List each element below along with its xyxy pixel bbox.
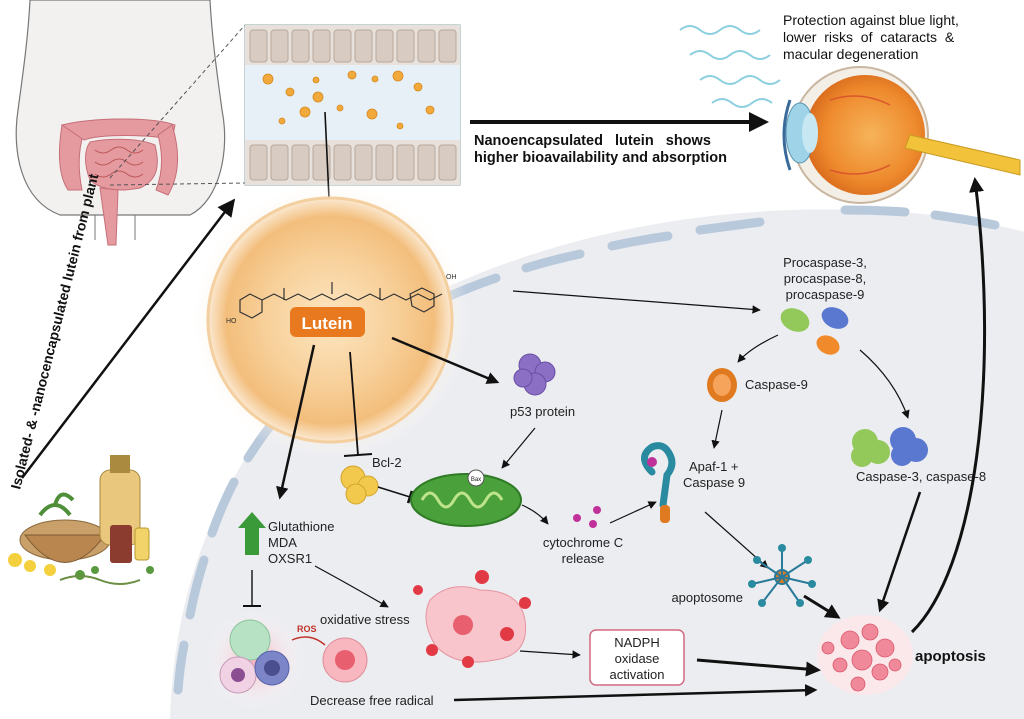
protection-line-1: Protection against blue light,	[783, 12, 959, 28]
mda-label: MDA	[268, 535, 297, 550]
caspase9-label: Caspase-9	[745, 377, 808, 392]
p53-protein-icon	[513, 353, 556, 396]
nadph-box	[589, 629, 685, 686]
caspase38-label: Caspase-3, caspase-8	[856, 469, 986, 484]
damaged-cell-icon	[322, 637, 368, 683]
lutein-molecule-structure	[239, 282, 443, 319]
decrease-free-radical-label: Decrease free radical	[310, 693, 434, 708]
procaspase-proteins	[780, 307, 849, 355]
intestinal-epithelium-inset	[244, 24, 461, 186]
procaspase-line-1: Procaspase-3,	[783, 255, 867, 270]
lutein-badge	[290, 307, 365, 337]
p53-label: p53 protein	[510, 404, 575, 419]
apoptosome-label: apoptosome	[671, 590, 743, 605]
molecule-oh-left: HO	[226, 318, 237, 325]
molecule-oh-right: OH	[446, 274, 457, 281]
cytochrome-c-dots	[573, 506, 601, 528]
procaspase-line-3: procaspase-9	[786, 287, 865, 302]
apaf1-protein-icon	[641, 442, 676, 523]
glutathione-label: Glutathione	[268, 519, 335, 534]
caspase9-protein	[707, 368, 737, 402]
caspase38-proteins	[851, 427, 928, 467]
stressed-cell-icon	[413, 570, 531, 668]
protection-line-3: macular degeneration	[783, 46, 918, 62]
apoptotic-cell-icon	[817, 615, 913, 695]
apaf-line-1: Apaf-1 +	[689, 459, 739, 474]
increase-green-arrow	[238, 512, 266, 555]
apoptosis-label: apoptosis	[915, 648, 986, 665]
apaf-line-2: Caspase 9	[683, 475, 745, 490]
lutein-sphere: HO OH Lutein	[190, 180, 470, 460]
human-torso-illustration	[15, 0, 226, 246]
oxidative-stress-label: oxidative stress	[320, 612, 410, 627]
eye-illustration	[782, 66, 1021, 204]
oxsr1-label: OXSR1	[268, 551, 312, 566]
bax-label: Bax	[471, 477, 481, 483]
nadph-line-2: oxidase	[615, 651, 660, 666]
absorption-line-2: higher bioavailability and absorption	[474, 150, 727, 166]
cytochrome-c-line-2: release	[562, 551, 605, 566]
blue-light-waves	[679, 25, 781, 108]
bcl2-label: Bcl-2	[372, 455, 402, 470]
mitochondrion-icon	[410, 469, 522, 527]
ros-label: ROS	[297, 624, 317, 634]
nadph-line-1: NADPH	[614, 635, 660, 650]
source-vertical-label: Isolated- & -nanocencapsulated lutein fr…	[7, 172, 101, 491]
herbal-plant-illustration	[8, 455, 154, 585]
apoptosome-icon	[748, 544, 816, 607]
cytochrome-c-line-1: cytochrome C	[543, 535, 623, 550]
absorption-line-1: Nanoencapsulated lutein shows	[474, 133, 711, 149]
bcl2-protein-icon	[340, 465, 379, 505]
nadph-line-3: activation	[610, 667, 665, 682]
immune-cells-icon	[205, 610, 305, 710]
procaspase-line-2: procaspase-8,	[784, 271, 866, 286]
protection-line-2: lower risks of cataracts &	[783, 29, 955, 45]
lutein-label: Lutein	[302, 314, 353, 333]
